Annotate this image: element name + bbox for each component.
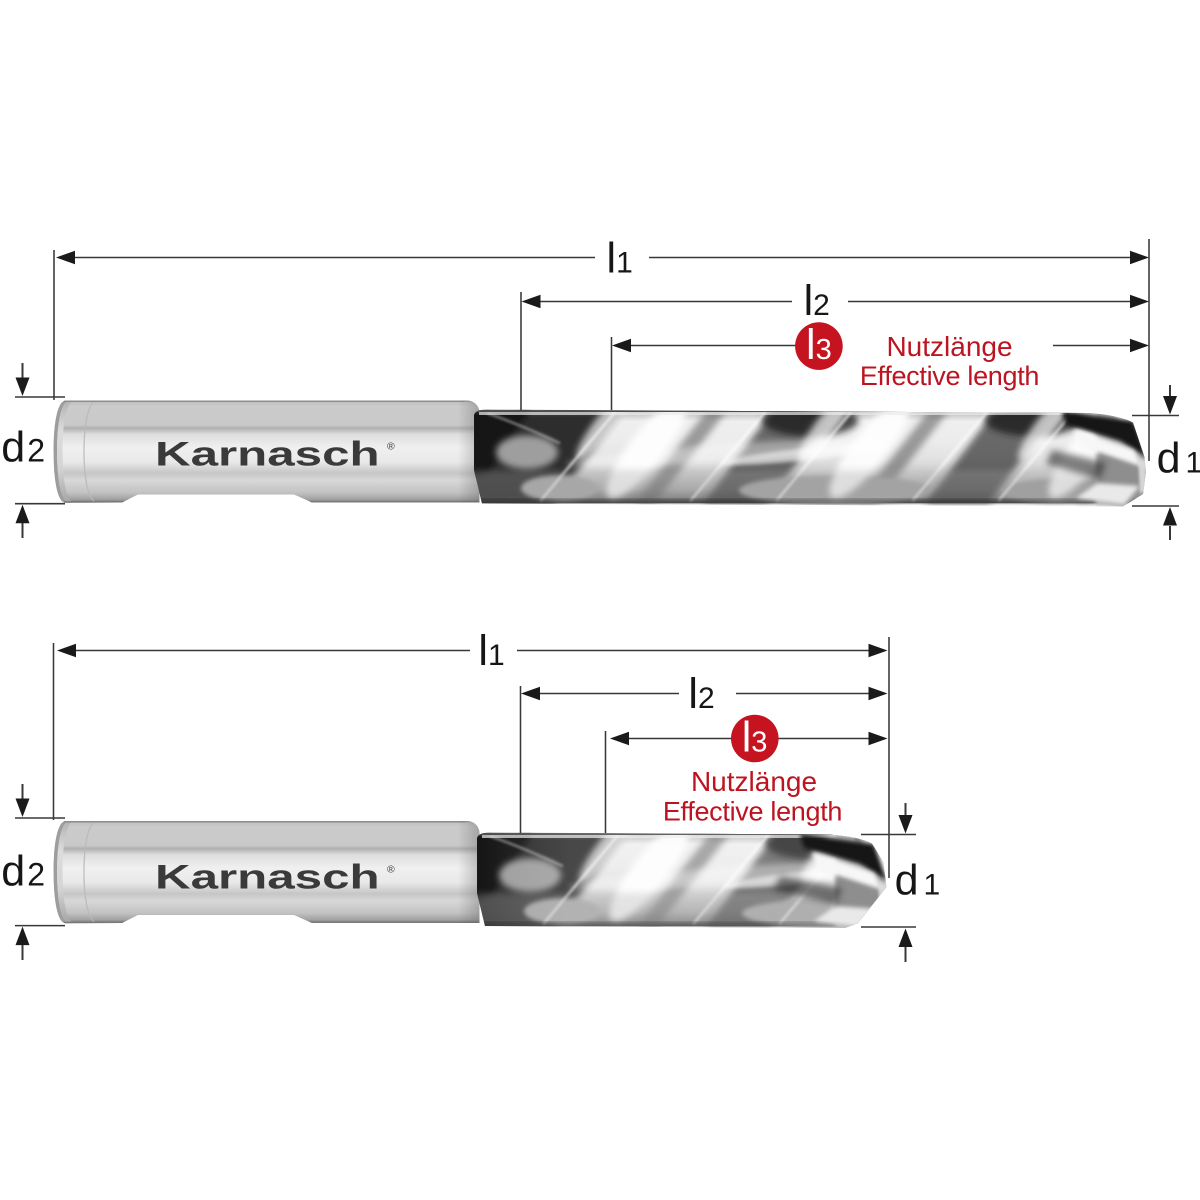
svg-text:l2: l2 [688, 670, 714, 718]
svg-text:d1: d1 [895, 857, 941, 905]
svg-text:Nutzlänge: Nutzlänge [691, 766, 817, 797]
svg-text:d2: d2 [1, 423, 45, 471]
svg-text:®: ® [387, 441, 395, 453]
svg-text:Karnasch: Karnasch [155, 858, 380, 896]
svg-text:Karnasch: Karnasch [155, 435, 380, 473]
svg-text:Effective length: Effective length [860, 361, 1039, 391]
svg-text:l1: l1 [607, 235, 633, 283]
svg-text:Effective length: Effective length [663, 797, 842, 827]
svg-text:l1: l1 [478, 627, 504, 675]
svg-text:Nutzlänge: Nutzlänge [886, 331, 1012, 362]
svg-text:l2: l2 [804, 277, 830, 325]
svg-text:®: ® [387, 864, 395, 876]
svg-text:d2: d2 [1, 848, 45, 896]
svg-text:d1: d1 [1157, 435, 1200, 483]
